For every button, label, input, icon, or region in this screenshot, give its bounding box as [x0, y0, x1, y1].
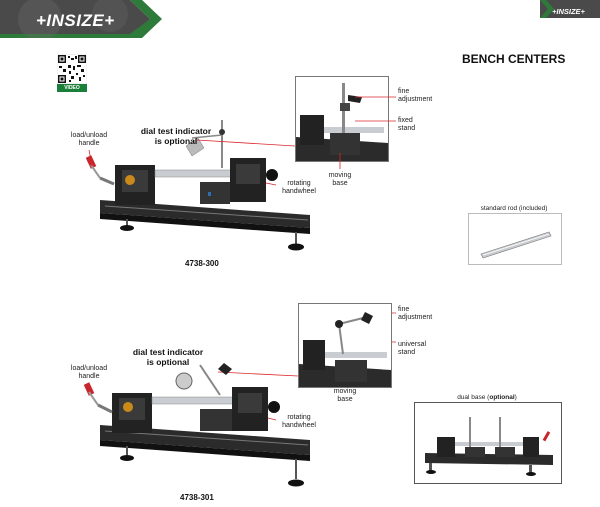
standard-rod-caption: standard rod (included) — [480, 205, 548, 212]
brand-logo-small: +INSIZE+ — [552, 7, 585, 16]
standard-rod-inset — [468, 213, 562, 265]
universal-stand-inset — [298, 303, 392, 388]
dual-base-inset — [414, 402, 562, 484]
standard-rod-image — [480, 231, 552, 259]
model-number-top: 4738-300 — [185, 259, 219, 268]
video-badge[interactable]: VIDEO — [57, 84, 87, 92]
model-number-bottom: 4738-301 — [180, 493, 214, 502]
page-title: BENCH CENTERS — [462, 52, 566, 66]
fixed-stand-inset — [295, 76, 389, 162]
header-banner — [0, 0, 600, 38]
dual-base-image — [425, 417, 553, 476]
brand-logo: +INSIZE+ — [36, 11, 115, 30]
bench-center-300-image — [85, 120, 310, 251]
dual-base-caption: dual base (optional) — [457, 394, 517, 401]
qr-code[interactable] — [57, 54, 87, 84]
bench-center-301-image — [83, 363, 310, 487]
